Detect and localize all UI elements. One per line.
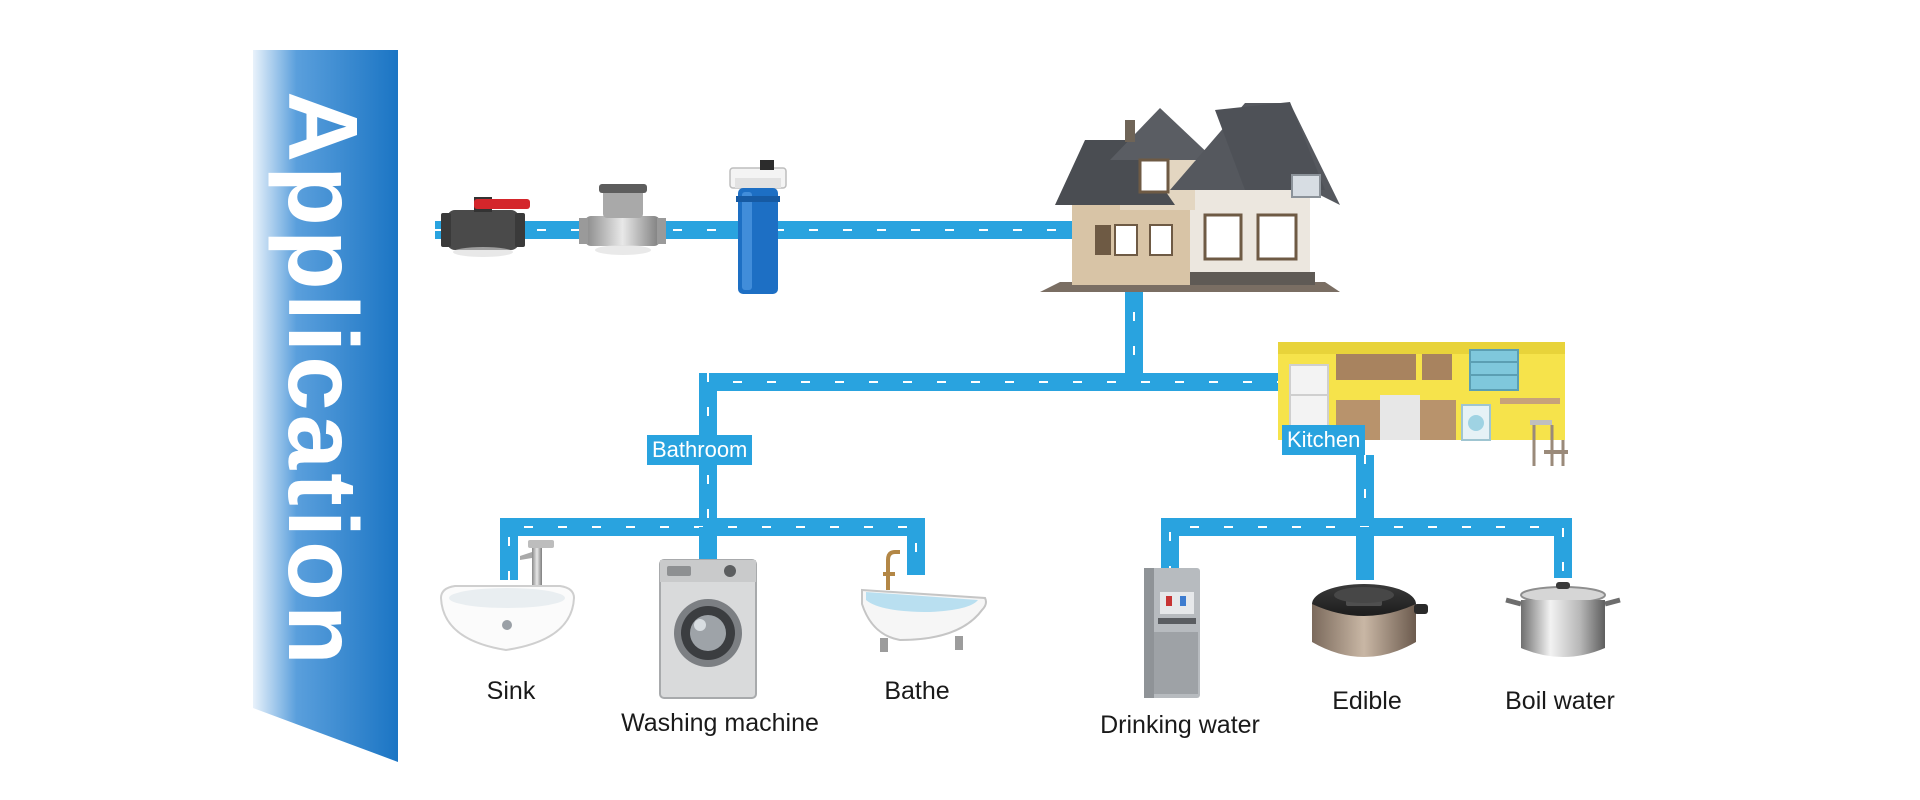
caption-boil-water: Boil water: [1505, 687, 1615, 715]
caption-sink: Sink: [486, 677, 536, 705]
banner-ribbon: [253, 50, 398, 762]
ball-valve-icon: [441, 197, 530, 257]
bathroom-label: Bathroom: [647, 435, 753, 465]
filter-housing-icon: [729, 160, 787, 294]
caption-washing-machine: Washing machine: [621, 709, 819, 737]
kitchen-icon: [1278, 342, 1568, 466]
pipe-kitchen-manifold: [1161, 518, 1572, 580]
washing-machine-icon: [659, 559, 757, 699]
banner-title: Application: [268, 91, 378, 669]
stock-pot-icon: [1505, 582, 1621, 657]
caption-bathe: Bathe: [884, 677, 950, 705]
caption-drinking-water: Drinking water: [1100, 711, 1260, 739]
water-dispenser-icon: [1144, 568, 1200, 698]
pipe-bathroom-manifold: [500, 518, 925, 580]
water-meter-icon: [579, 184, 666, 255]
rice-cooker-icon: [1312, 584, 1428, 657]
sink-icon: [439, 540, 576, 652]
kitchen-label: Kitchen: [1282, 425, 1366, 455]
bathtub-icon: [861, 550, 987, 652]
caption-edible: Edible: [1332, 687, 1402, 715]
house-icon: [1040, 102, 1340, 292]
